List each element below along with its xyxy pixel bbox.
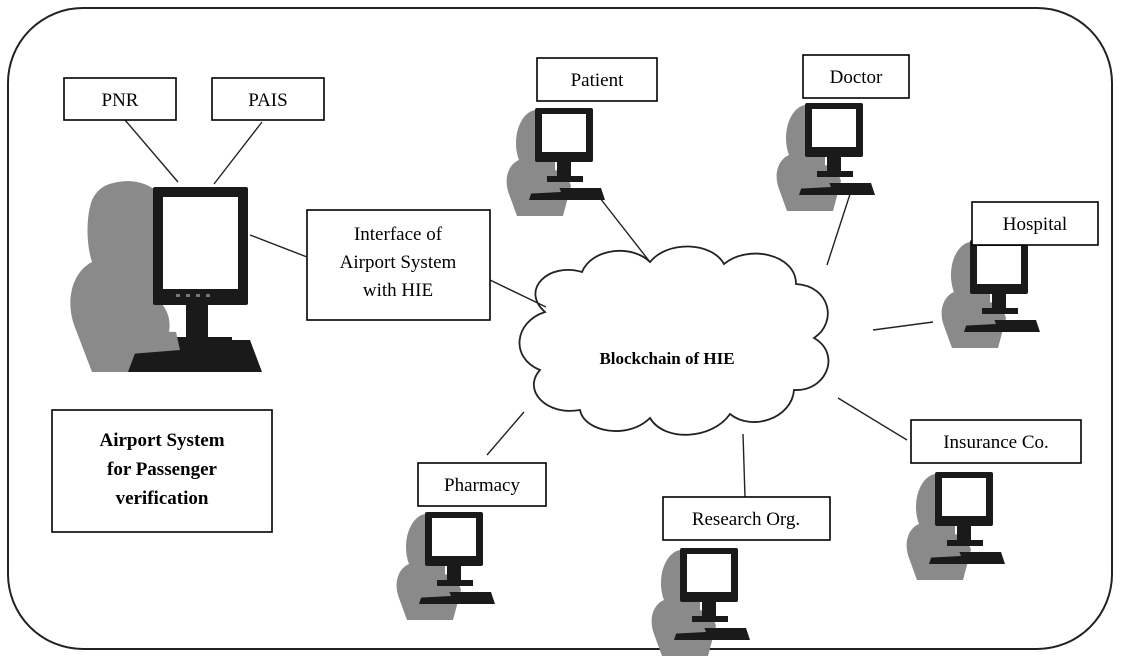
patient-box (536, 57, 658, 102)
research-label: Research Org. (692, 509, 800, 530)
interface-box (306, 209, 491, 321)
hospital-workstation-icon (941, 240, 1040, 348)
cloud-label: Blockchain of HIE (599, 349, 734, 368)
line-pharmacy-to-cloud (486, 411, 525, 456)
pais-box (211, 77, 325, 121)
doctor-label: Doctor (830, 67, 883, 88)
line-interface-to-cloud (489, 279, 547, 308)
airport-system-label-line-1: Airport System (99, 430, 224, 451)
connection-lines (124, 119, 934, 498)
insurance-workstation-icon (906, 472, 1005, 580)
line-hospital-to-cloud (872, 321, 934, 331)
pharmacy-label: Pharmacy (444, 475, 520, 496)
insurance-box (910, 419, 1082, 464)
line-doctor-to-cloud (826, 187, 853, 266)
doctor-workstation-icon (776, 103, 875, 211)
pnr-label: PNR (102, 90, 139, 111)
airport-system-box (51, 409, 273, 533)
line-research-to-cloud (742, 433, 746, 498)
line-pnr-to-computer (124, 119, 179, 183)
doctor-box (802, 54, 910, 99)
pais-label: PAIS (248, 90, 287, 111)
line-patient-to-cloud (595, 192, 651, 263)
blockchain-cloud (518, 245, 830, 436)
interface-label-line-2: Airport System (340, 252, 457, 273)
pnr-box (63, 77, 177, 121)
research-workstation-icon (651, 548, 750, 656)
line-computer-to-interface (249, 234, 308, 258)
interface-label-line-1: Interface of (354, 224, 443, 245)
airport-workstation-icon (70, 181, 262, 372)
patient-label: Patient (571, 70, 624, 91)
pharmacy-workstation-icon (396, 512, 495, 620)
insurance-label: Insurance Co. (943, 432, 1049, 453)
hospital-label: Hospital (1003, 214, 1067, 235)
airport-system-label-line-3: verification (116, 488, 209, 509)
interface-label-line-3: with HIE (363, 280, 433, 301)
line-insurance-to-cloud (837, 397, 908, 441)
line-pais-to-computer (213, 121, 263, 185)
airport-system-label-line-2: for Passenger (107, 459, 217, 480)
pharmacy-box (417, 462, 547, 507)
hospital-box (971, 201, 1099, 246)
research-box (662, 496, 831, 541)
patient-workstation-icon (506, 108, 605, 216)
diagram-frame (7, 7, 1113, 650)
